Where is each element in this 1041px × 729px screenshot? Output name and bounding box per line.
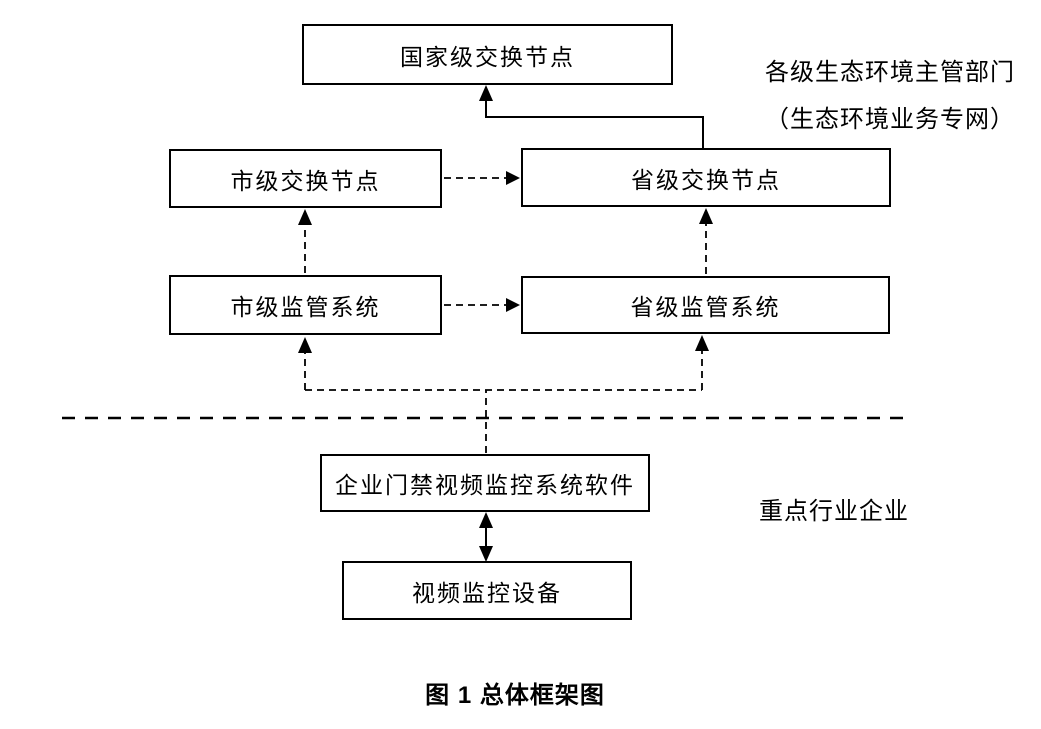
node-city-exchange-label: 市级交换节点	[230, 168, 381, 194]
node-provincial-exchange: 省级交换节点	[521, 148, 891, 207]
connector-provincial-to-national	[479, 85, 704, 148]
node-enterprise-software-label: 企业门禁视频监控系统软件	[335, 473, 635, 498]
connector-city-exchange-to-provincial-exchange	[444, 171, 520, 185]
gov-zone-annotation-line1: 各级生态环境主管部门	[765, 60, 1015, 86]
connector-enterprise-to-supervision-tree	[298, 335, 709, 453]
connector-city-supervision-to-provincial-supervision	[444, 298, 520, 312]
gov-zone-annotation-line2: （生态环境业务专网）	[765, 107, 1015, 133]
node-city-exchange: 市级交换节点	[169, 149, 442, 208]
figure-caption: 图 1 总体框架图	[425, 682, 605, 709]
enterprise-zone-annotation: 重点行业企业	[759, 499, 909, 525]
connector-city-supervision-to-city-exchange	[298, 209, 312, 273]
node-video-device: 视频监控设备	[342, 561, 632, 620]
node-video-device-label: 视频监控设备	[412, 580, 562, 606]
node-national-exchange-label: 国家级交换节点	[400, 44, 575, 70]
connector-provincial-supervision-to-provincial-exchange	[699, 208, 713, 274]
gov-zone-annotation: 各级生态环境主管部门 （生态环境业务专网）	[738, 50, 1041, 144]
node-city-supervision: 市级监管系统	[169, 275, 442, 335]
node-city-supervision-label: 市级监管系统	[230, 295, 381, 320]
node-enterprise-software: 企业门禁视频监控系统软件	[320, 454, 650, 512]
node-provincial-exchange-label: 省级交换节点	[631, 167, 781, 193]
node-national-exchange: 国家级交换节点	[302, 24, 673, 85]
node-provincial-supervision: 省级监管系统	[521, 276, 890, 334]
connector-enterprise-to-device	[479, 512, 493, 562]
node-provincial-supervision-label: 省级监管系统	[630, 295, 781, 320]
